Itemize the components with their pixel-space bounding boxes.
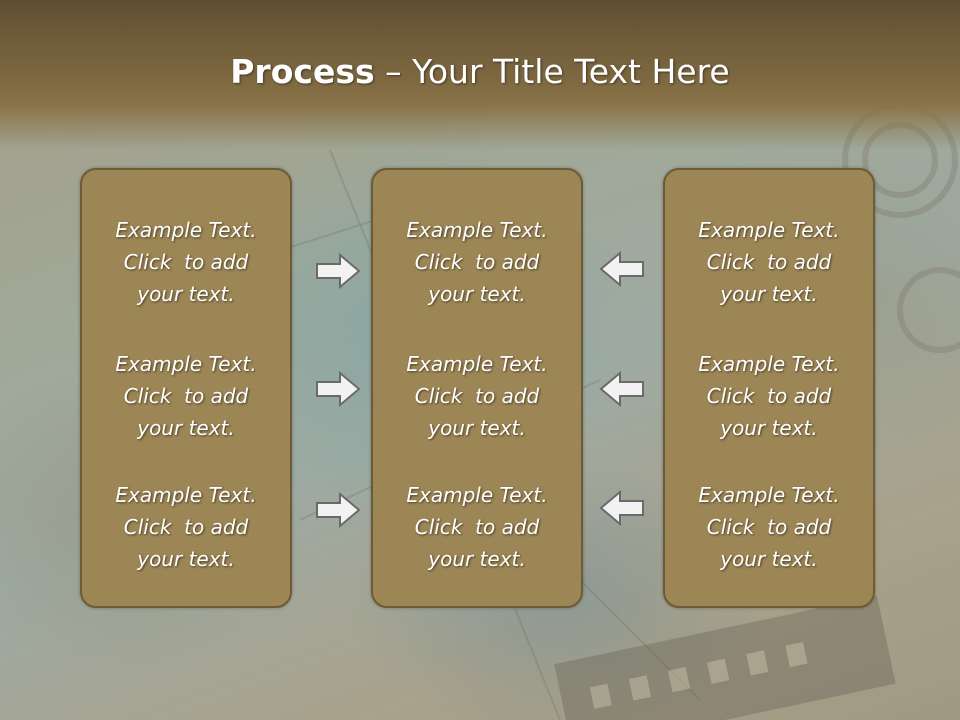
text-line: your text. — [428, 547, 526, 571]
content-box-right[interactable]: Example Text. Click to add your text. Ex… — [663, 168, 875, 608]
text-placeholder[interactable]: Example Text. Click to add your text. — [665, 479, 873, 575]
text-line: Click to add — [706, 384, 832, 408]
content-box-center[interactable]: Example Text. Click to add your text. Ex… — [371, 168, 583, 608]
title-band — [0, 0, 960, 150]
arrow-right-icon — [316, 370, 361, 408]
text-line: your text. — [720, 547, 818, 571]
arrow-right-icon — [316, 252, 361, 290]
text-line: Example Text. — [698, 483, 840, 507]
arrow-left-icon — [599, 250, 644, 288]
text-line: Click to add — [414, 384, 540, 408]
text-line: Click to add — [414, 250, 540, 274]
slide-title[interactable]: Process – Your Title Text Here — [0, 52, 960, 91]
text-line: Example Text. — [406, 483, 548, 507]
title-bold: Process — [230, 52, 375, 91]
text-placeholder[interactable]: Example Text. Click to add your text. — [82, 479, 290, 575]
text-placeholder[interactable]: Example Text. Click to add your text. — [373, 348, 581, 444]
text-line: Example Text. — [115, 352, 257, 376]
arrow-left-icon — [599, 489, 644, 527]
text-line: Example Text. — [698, 218, 840, 242]
text-line: your text. — [137, 282, 235, 306]
text-placeholder[interactable]: Example Text. Click to add your text. — [373, 479, 581, 575]
text-line: your text. — [137, 547, 235, 571]
text-line: Example Text. — [406, 218, 548, 242]
text-line: your text. — [428, 416, 526, 440]
text-line: your text. — [137, 416, 235, 440]
text-line: your text. — [428, 282, 526, 306]
text-line: your text. — [720, 416, 818, 440]
text-line: Click to add — [123, 250, 249, 274]
text-line: Click to add — [706, 250, 832, 274]
arrow-left-icon — [599, 370, 644, 408]
text-placeholder[interactable]: Example Text. Click to add your text. — [373, 214, 581, 310]
text-line: Click to add — [123, 515, 249, 539]
text-line: Example Text. — [698, 352, 840, 376]
content-box-left[interactable]: Example Text. Click to add your text. Ex… — [80, 168, 292, 608]
arrow-right-icon — [316, 491, 361, 529]
text-placeholder[interactable]: Example Text. Click to add your text. — [82, 348, 290, 444]
text-line: Example Text. — [115, 483, 257, 507]
text-placeholder[interactable]: Example Text. Click to add your text. — [665, 214, 873, 310]
text-line: Example Text. — [115, 218, 257, 242]
text-line: your text. — [720, 282, 818, 306]
text-line: Click to add — [123, 384, 249, 408]
title-rest: – Your Title Text Here — [374, 52, 730, 91]
text-line: Click to add — [706, 515, 832, 539]
text-placeholder[interactable]: Example Text. Click to add your text. — [665, 348, 873, 444]
text-placeholder[interactable]: Example Text. Click to add your text. — [82, 214, 290, 310]
text-line: Example Text. — [406, 352, 548, 376]
text-line: Click to add — [414, 515, 540, 539]
